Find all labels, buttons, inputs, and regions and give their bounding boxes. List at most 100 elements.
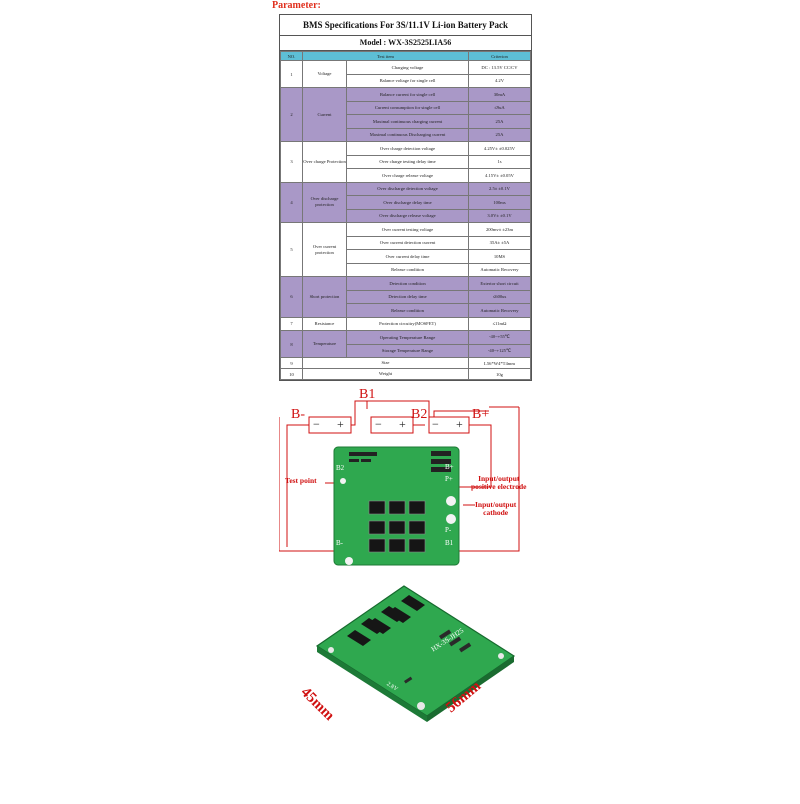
pad-b-plus: B+ [445,463,454,471]
spec-criterion: 35A± ±5A [468,235,531,250]
spec-criterion: 25A [468,114,531,129]
spec-item: Release condition [346,262,469,277]
spec-criterion: ≤11mΩ [468,316,531,331]
wiring-diagram: B- B1 B2 B+ − + − + − + B2 B+ P+ P- B1 B… [279,387,530,574]
spec-group-name: Over charge Protection [302,141,347,183]
spec-criterion: Exterior short circuit [468,276,531,291]
board-photo-svg [315,585,516,722]
pad-b2: B2 [336,464,345,472]
spec-item: Operating Temperature Range [346,330,469,345]
spec-criterion: Automatic Recovery [468,262,531,277]
spec-no: 7 [280,316,303,331]
spec-no: 5 [280,222,303,277]
spec-item: Maximal continuous charging current [346,114,469,129]
spec-criterion: 10g [468,368,531,380]
label-b2: B2 [411,407,428,422]
spec-group-name: Size [302,357,469,369]
label-input-cathode: Input/output cathode [475,500,517,517]
col-criterion: Criterion [468,51,531,61]
spec-criterion: ≤600us [468,289,531,304]
spec-criterion: 200mv± ±23m [468,222,531,237]
label-b1: B1 [359,387,376,402]
mosfet-grid [368,500,426,553]
label-b-minus: B- [291,407,305,422]
spec-criterion: 25A [468,127,531,142]
spec-group-name: Weight [302,368,469,380]
spec-item: Storage Temperature Range [346,343,469,358]
spec-item: Maximal continuous Discharging current [346,127,469,142]
spec-title: BMS Specifications For 3S/11.1V Li-ion B… [280,15,531,36]
spec-no: 9 [280,357,303,369]
spec-criterion: 2.5± ±0.1V [468,181,531,196]
label-test-point: Test point [285,476,317,485]
battery3-minus: − [432,417,439,431]
spec-item: Over current testing voltage [346,222,469,237]
spec-criterion: 4.25V± ±0.025V [468,141,531,156]
spec-criterion: 4.2V [468,73,531,88]
parameter-label: Parameter: [272,0,321,11]
spec-group-name: Over discharge protection [302,181,347,223]
spec-criterion: 1s [468,154,531,169]
pad-b-minus: B- [336,539,343,547]
col-no: NO. [280,51,303,61]
spec-no: 4 [280,181,303,223]
label-input-positive: Input/output positive electrode [471,474,527,491]
spec-criterion: 10MS [468,249,531,264]
spec-item: Release condition [346,303,469,318]
spec-criterion: 30mA [468,87,531,102]
spec-group-name: Over current protection [302,222,347,277]
spec-criterion: -40~+55℃ [468,330,531,345]
spec-criterion: 100ms [468,195,531,210]
spec-item: Over discharge detection voltage [346,181,469,196]
spec-no: 6 [280,276,303,318]
spec-no: 2 [280,87,303,142]
spec-item: Detection delay time [346,289,469,304]
spec-criterion: ≤9uA [468,100,531,115]
spec-item: Over charge detection voltage [346,141,469,156]
spec-group-name: Short protection [302,276,347,318]
spec-group-name: Voltage [302,60,347,88]
spec-item: Over discharge release voltage [346,208,469,223]
spec-item: Balance voltage for single cell [346,73,469,88]
spec-item: Over charge testing delay time [346,154,469,169]
spec-group-name: Resistance [302,316,347,331]
battery1-minus: − [313,417,320,431]
spec-item: Over current delay time [346,249,469,264]
spec-item: Current consumption for single cell [346,100,469,115]
spec-item: Protection circuitry(MOSFET) [346,316,469,331]
spec-no: 1 [280,60,303,88]
spec-criterion: DC : 13.5V CC/CV [468,60,531,75]
spec-model: Model : WX-3S2525LIA56 [280,36,531,51]
spec-row: Storage Temperature Range-40~+125℃ [281,343,531,358]
spec-group-name: Temperature [302,330,347,358]
pad-b1: B1 [445,539,454,547]
label-b-plus: B+ [472,407,490,422]
spec-no: 3 [280,141,303,183]
spec-item: Charging voltage [346,60,469,75]
spec-criterion: -40~+125℃ [468,343,531,358]
spec-criterion: 3.0V± ±0.1V [468,208,531,223]
spec-criterion: L56*W4*T4mm [468,357,531,369]
pad-p-plus: P+ [445,475,453,483]
battery2-minus: − [375,417,382,431]
spec-no: 8 [280,330,303,358]
spec-row: Current consumption for single cell≤9uA [281,100,531,115]
spec-group-name: Current [302,87,347,142]
